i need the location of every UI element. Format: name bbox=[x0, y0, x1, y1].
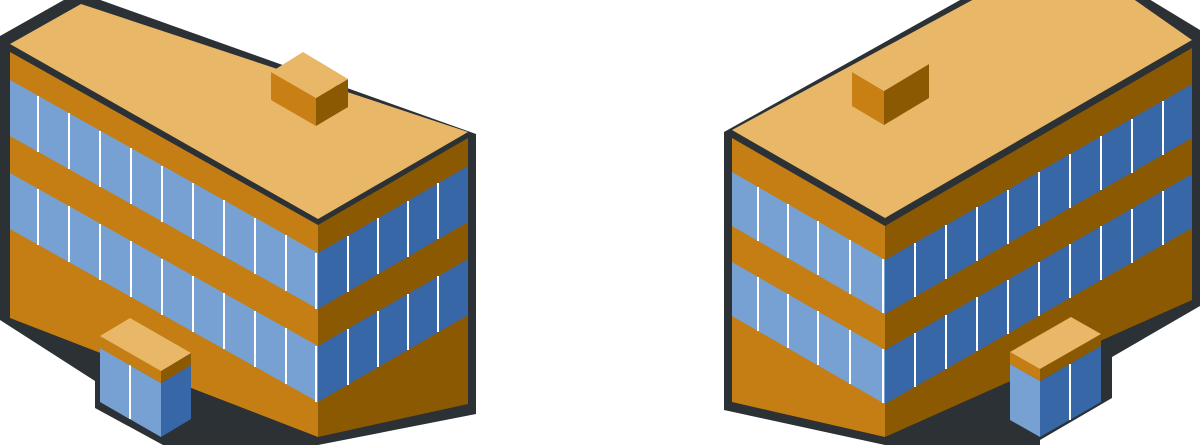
left-building-roof-vent bbox=[271, 52, 348, 126]
right-building-entrance bbox=[1010, 317, 1101, 437]
left-building-glass-band-lower-left bbox=[10, 173, 318, 402]
right-building-glass-band-lower-left bbox=[732, 262, 885, 404]
right-building-glass-band-upper-left bbox=[732, 172, 885, 314]
right-building-mullions-right bbox=[914, 101, 1164, 387]
left-building-glass-band-upper-right bbox=[318, 166, 468, 309]
left-building-mullions-right bbox=[347, 183, 439, 385]
left-building-entrance bbox=[100, 318, 191, 437]
right-building-icon bbox=[724, 0, 1200, 445]
left-building-glass-band-upper-left bbox=[10, 80, 318, 309]
right-building-roof-vent bbox=[852, 46, 929, 125]
left-building-roof bbox=[10, 4, 468, 219]
right-building-roof bbox=[732, 0, 1192, 218]
left-building-mullions-left bbox=[37, 96, 317, 402]
left-building-glass-band-lower-right bbox=[318, 259, 468, 402]
right-building-mullions-left bbox=[757, 187, 884, 403]
left-building-icon bbox=[0, 0, 476, 445]
